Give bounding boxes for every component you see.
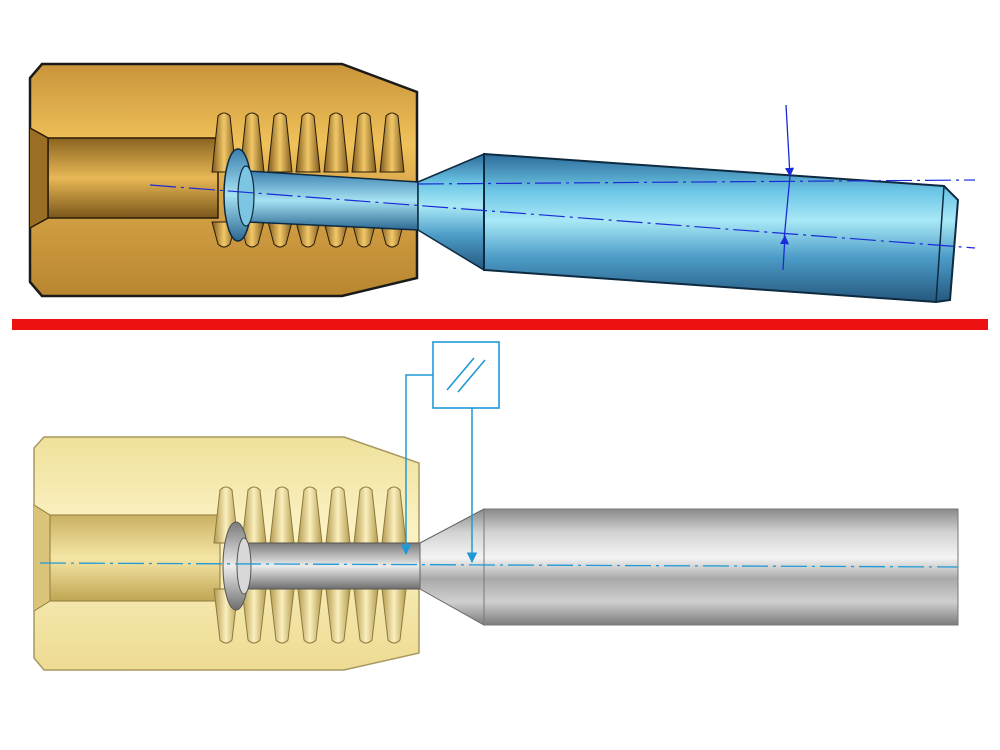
thread-tooth <box>381 588 407 644</box>
top-deviation-arrow-up <box>779 235 790 271</box>
top-holder-bore <box>47 137 219 219</box>
thread-tooth <box>241 588 267 644</box>
bottom-holder-bore <box>49 514 221 602</box>
thread-tooth <box>379 112 405 173</box>
bottom-tool-shank <box>483 508 959 626</box>
top-tool-axis <box>149 184 976 249</box>
thread-tooth <box>353 486 379 544</box>
thread-tooth <box>241 486 267 544</box>
parallelism-tolerance-frame <box>432 341 500 409</box>
thread-tooth <box>323 221 349 248</box>
thread-tooth <box>351 112 377 173</box>
bottom-panel <box>33 341 959 671</box>
thread-tooth <box>297 588 323 644</box>
thread-tooth <box>295 112 321 173</box>
top-panel <box>28 62 976 304</box>
thread-tooth <box>295 221 321 248</box>
parallelism-symbol-icon <box>446 357 486 393</box>
bottom-cutter-ring <box>236 537 252 595</box>
thread-tooth <box>325 588 351 644</box>
thread-tooth <box>267 221 293 248</box>
thread-tooth <box>269 588 295 644</box>
top-shank-chamfer-edge <box>935 185 945 303</box>
bottom-tool-axis <box>39 562 959 568</box>
thread-tooth <box>353 588 379 644</box>
panel-divider <box>12 319 988 330</box>
top-tool-shank <box>483 152 960 304</box>
thread-tooth <box>297 486 323 544</box>
tolerance-leader-reference <box>400 374 433 556</box>
top-deviation-arrow-down <box>784 104 795 177</box>
top-deviation-dimension-line <box>783 175 791 241</box>
bottom-tool-cone <box>419 508 485 626</box>
bottom-bore-chamfer <box>33 504 51 612</box>
thread-tooth <box>323 112 349 173</box>
top-cutter-ring <box>237 165 255 227</box>
thread-tooth <box>267 112 293 173</box>
top-reference-axis <box>417 179 976 185</box>
bottom-tool-neck <box>243 542 421 590</box>
thread-tooth <box>325 486 351 544</box>
thread-tooth <box>381 486 407 544</box>
top-tool-cone <box>417 152 485 272</box>
bottom-thread-teeth <box>213 486 407 644</box>
top-bore-chamfer <box>29 127 49 229</box>
thread-tooth <box>269 486 295 544</box>
top-tool-neck <box>247 170 419 231</box>
